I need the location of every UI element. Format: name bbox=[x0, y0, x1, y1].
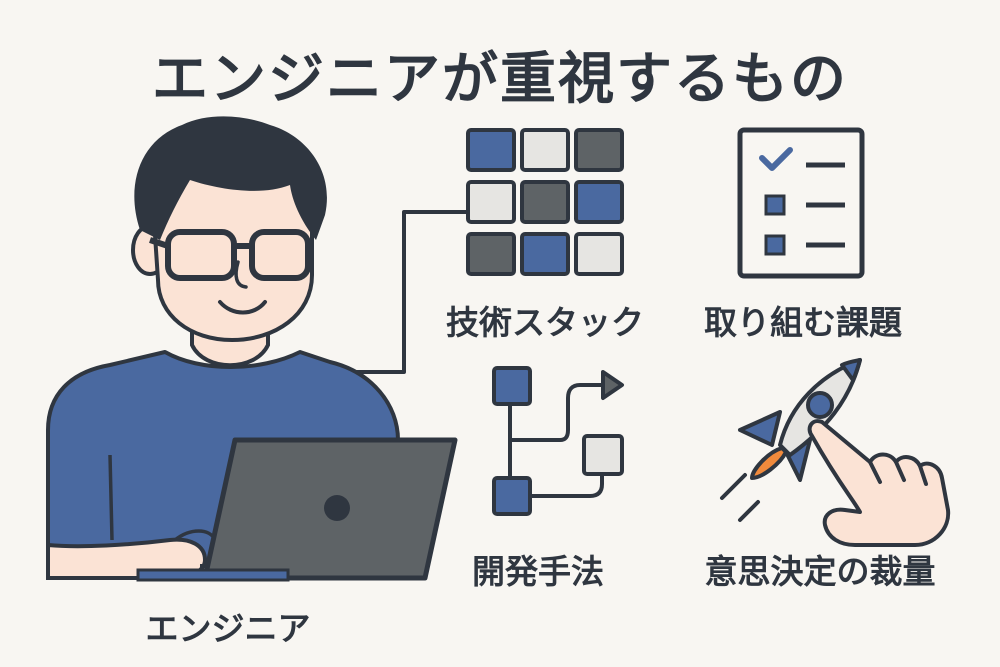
laptop-icon bbox=[136, 437, 458, 582]
checklist-icon bbox=[737, 127, 865, 279]
smile bbox=[218, 300, 267, 315]
laptop-logo bbox=[324, 495, 350, 521]
decision-label: 意思決定の裁量 bbox=[704, 552, 936, 591]
connector-line bbox=[330, 210, 470, 374]
dev-method-label: 開発手法 bbox=[472, 552, 604, 591]
hair bbox=[134, 116, 327, 240]
page-title: エンジニアが重視するもの bbox=[152, 47, 848, 112]
flowchart-icon bbox=[492, 366, 624, 516]
engineer-label: エンジニア bbox=[145, 609, 311, 648]
glasses-icon bbox=[149, 229, 311, 281]
issues-label: 取り組む課題 bbox=[704, 303, 902, 342]
tech-grid-icon bbox=[466, 128, 624, 276]
tech-stack-label: 技術スタック bbox=[446, 303, 644, 342]
rocket-flame bbox=[750, 446, 788, 480]
pointing-hand-icon bbox=[807, 419, 951, 547]
